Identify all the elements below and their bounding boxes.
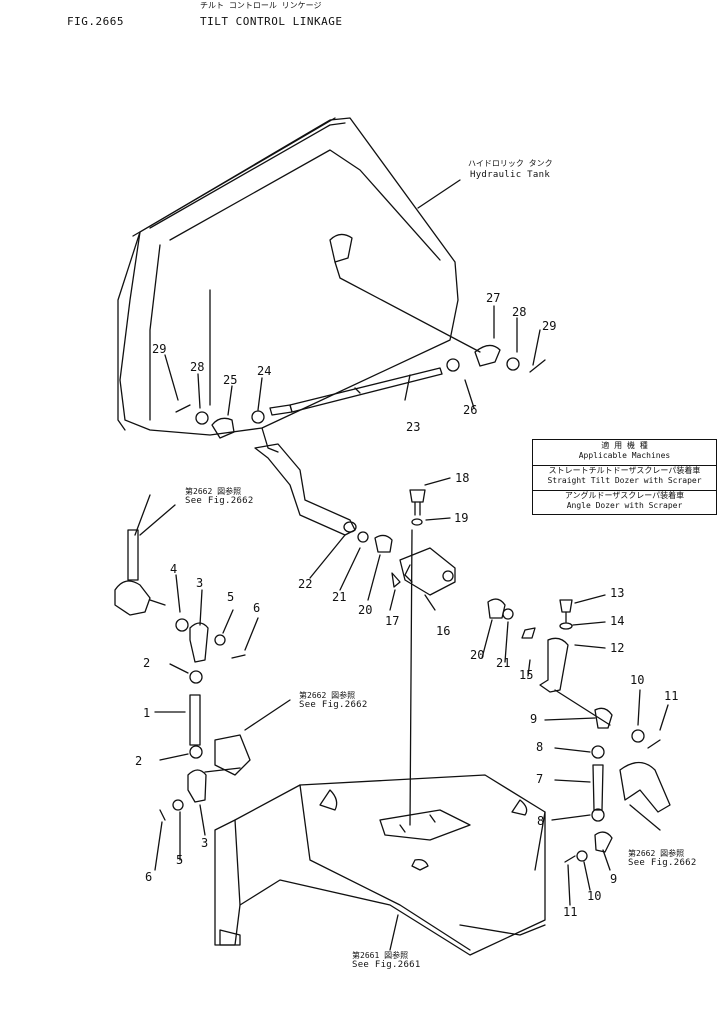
- callout-26: 26: [463, 403, 478, 417]
- bracket: [399, 547, 456, 611]
- applicable-machines-table: 適 用 機 種 Applicable Machines ストレートチルトドーザス…: [532, 439, 717, 515]
- callout-29: 29: [542, 319, 557, 333]
- title-jp: チルト コントロール リンケージ: [200, 1, 322, 10]
- callout-12: 12: [610, 641, 625, 655]
- figure-number: FIG.2665: [67, 15, 124, 28]
- vertical-rod: [409, 529, 413, 826]
- callout-16: 16: [436, 624, 451, 638]
- callout-6: 6: [145, 870, 153, 884]
- callout-25: 25: [223, 373, 238, 387]
- callout-28: 28: [512, 305, 527, 319]
- callout-23: 23: [406, 420, 421, 434]
- right-linkage: [481, 594, 671, 906]
- callout-3: 3: [201, 836, 209, 850]
- callout-3: 3: [196, 576, 204, 590]
- callout-14: 14: [610, 614, 625, 628]
- callout-19: 19: [454, 511, 469, 525]
- callout-28: 28: [190, 360, 205, 374]
- ref4-label: See Fig.2661: [352, 960, 421, 970]
- callout-10: 10: [630, 673, 645, 687]
- callout-8: 8: [537, 814, 545, 828]
- applicable-row-1-en: Straight Tilt Dozer with Scraper: [547, 476, 702, 485]
- callout-5: 5: [176, 853, 184, 867]
- callout-9: 9: [530, 712, 538, 726]
- callout-4: 4: [170, 562, 178, 576]
- applicable-row-1-jp: ストレートチルトドーザスクレーパ装着車: [548, 466, 701, 475]
- tank-leader: [417, 179, 461, 209]
- applicable-row-1: ストレートチルトドーザスクレーパ装着車 Straight Tilt Dozer …: [533, 465, 716, 491]
- applicable-row-2: アングルドーザスクレーパ装着車 Angle Dozer with Scraper: [533, 490, 716, 514]
- callout-17: 17: [385, 614, 400, 628]
- callout-22: 22: [298, 577, 313, 591]
- callout-20: 20: [358, 603, 373, 617]
- callout-21: 21: [496, 656, 511, 670]
- applicable-header: 適 用 機 種 Applicable Machines: [533, 440, 716, 466]
- callout-13: 13: [610, 586, 625, 600]
- applicable-header-en: Applicable Machines: [578, 451, 671, 460]
- callout-24: 24: [257, 364, 272, 378]
- callout-29: 29: [152, 342, 167, 356]
- callout-1: 1: [143, 706, 151, 720]
- applicable-row-2-en: Angle Dozer with Scraper: [566, 501, 683, 510]
- ref2-label: See Fig.2662: [299, 700, 368, 710]
- lever-arm: [254, 443, 357, 579]
- callout-6: 6: [253, 601, 261, 615]
- tilt-rod: [269, 367, 443, 416]
- callout-10: 10: [587, 889, 602, 903]
- base-frame: [214, 774, 546, 956]
- ref4-jp: 第2661 図参照: [352, 951, 409, 960]
- hydraulic-tank: [117, 117, 481, 453]
- callout-27: 27: [486, 291, 501, 305]
- callout-11: 11: [664, 689, 679, 703]
- tank-label-jp: ハイドロリック タンク: [468, 159, 553, 168]
- callout-18: 18: [455, 471, 470, 485]
- ref2-jp: 第2662 図参照: [299, 691, 356, 700]
- callout-5: 5: [227, 590, 235, 604]
- applicable-header-jp: 適 用 機 種: [601, 441, 648, 450]
- callout-7: 7: [536, 772, 544, 786]
- left-linkage: [114, 494, 259, 871]
- callout-2: 2: [143, 656, 151, 670]
- callout-15: 15: [519, 668, 534, 682]
- ref1-jp: 第2662 図参照: [185, 487, 242, 496]
- ref1-label: See Fig.2662: [185, 496, 254, 506]
- tank-label: Hydraulic Tank: [470, 170, 551, 180]
- callout-2: 2: [135, 754, 143, 768]
- callout-21: 21: [332, 590, 347, 604]
- applicable-row-2-jp: アングルドーザスクレーパ装着車: [564, 491, 685, 500]
- page-title: TILT CONTROL LINKAGE: [200, 15, 343, 28]
- ref3-label: See Fig.2662: [628, 858, 697, 868]
- callout-8: 8: [536, 740, 544, 754]
- ref3-jp: 第2662 図参照: [628, 849, 685, 858]
- callout-9: 9: [610, 872, 618, 886]
- callout-20: 20: [470, 648, 485, 662]
- callout-11: 11: [563, 905, 578, 919]
